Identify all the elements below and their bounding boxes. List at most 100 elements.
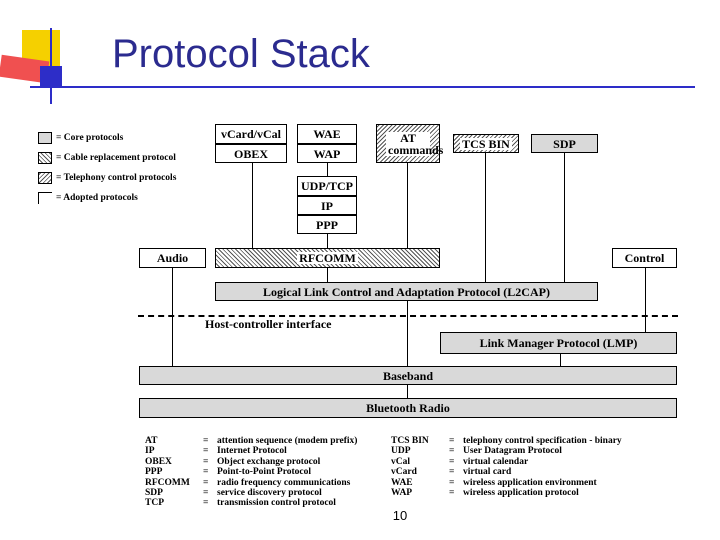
abbreviation-row: vCal = virtual calendar bbox=[391, 457, 622, 467]
abbreviation-term: SDP bbox=[145, 488, 163, 499]
telephony-swatch-icon bbox=[38, 172, 52, 184]
abbreviation-row: TCS BIN = telephony control specification … bbox=[391, 436, 622, 446]
connector-l2cap-baseband bbox=[407, 300, 408, 366]
connector-audio-baseband bbox=[172, 268, 173, 366]
connector-ppp-rfcomm bbox=[327, 234, 328, 248]
abbreviation-term: RFCOMM bbox=[145, 477, 190, 488]
abbreviation-row: AT = attention sequence (modem prefix) bbox=[145, 436, 357, 446]
tcs-bin-box: TCS BIN bbox=[453, 134, 519, 153]
adopted-swatch-icon bbox=[38, 192, 52, 204]
abbreviation-equals: = bbox=[203, 446, 209, 457]
abbreviation-term: vCal bbox=[391, 456, 410, 467]
legend: = Core protocols = Cable replacement pro… bbox=[38, 128, 176, 208]
abbreviation-definition: User Datagram Protocol bbox=[463, 446, 562, 457]
abbreviation-term: PPP bbox=[145, 467, 163, 478]
abbreviation-definition: attention sequence (modem prefix) bbox=[217, 436, 358, 446]
legend-label: = Adopted protocols bbox=[56, 193, 138, 203]
abbreviation-equals: = bbox=[449, 456, 455, 467]
connector-wap-udp bbox=[327, 162, 328, 176]
abbreviation-row: UDP = User Datagram Protocol bbox=[391, 446, 622, 456]
ppp-box: PPP bbox=[297, 215, 357, 234]
abbreviation-term: TCS BIN bbox=[391, 436, 429, 446]
abbreviation-definition: service discovery protocol bbox=[217, 488, 322, 499]
abbreviation-row: WAE = wireless application environment bbox=[391, 478, 622, 488]
connector-at-rfcomm bbox=[407, 162, 408, 248]
decor-vertical-line bbox=[50, 28, 52, 104]
ip-box: IP bbox=[297, 196, 357, 215]
abbreviation-definition: virtual card bbox=[463, 467, 512, 478]
abbreviation-term: vCard bbox=[391, 467, 417, 478]
abbreviation-definition: wireless application protocol bbox=[463, 488, 579, 499]
abbreviation-row: OBEX = Object exchange protocol bbox=[145, 457, 357, 467]
abbreviation-definition: transmission control protocol bbox=[217, 498, 336, 509]
abbreviation-row: RFCOMM=radio frequency communications bbox=[145, 478, 357, 488]
abbreviation-equals: = bbox=[203, 456, 209, 467]
l2cap-box: Logical Link Control and Adaptation Prot… bbox=[215, 282, 598, 301]
abbreviation-equals: = bbox=[449, 467, 455, 478]
abbreviation-row: WAP=wireless application protocol bbox=[391, 488, 622, 498]
vcard-box: vCard/vCal bbox=[215, 124, 287, 144]
abbreviation-equals: = bbox=[449, 436, 455, 446]
title-underline bbox=[30, 86, 695, 88]
legend-item-telephony: = Telephony control protocols bbox=[38, 168, 176, 188]
abbreviation-definition: telephony control specification - binary bbox=[463, 436, 622, 446]
abbreviation-definition: wireless application environment bbox=[463, 477, 597, 488]
udp-tcp-box: UDP/TCP bbox=[297, 176, 357, 196]
lmp-box: Link Manager Protocol (LMP) bbox=[440, 332, 677, 354]
abbreviation-term: WAE bbox=[391, 477, 413, 488]
abbreviation-row: IP = Internet Protocol bbox=[145, 446, 357, 456]
abbreviation-row: TCP = transmission control protocol bbox=[145, 498, 357, 508]
control-box: Control bbox=[612, 248, 677, 268]
abbreviation-equals: = bbox=[203, 498, 209, 509]
abbreviation-row: vCard = virtual card bbox=[391, 467, 622, 477]
abbreviation-equals: = bbox=[203, 467, 209, 478]
legend-label: = Telephony control protocols bbox=[56, 173, 177, 183]
at-commands-box: AT commands bbox=[376, 124, 444, 163]
abbreviation-equals: = bbox=[449, 477, 455, 488]
abbreviation-term: TCP bbox=[145, 498, 164, 509]
abbreviation-term: AT bbox=[145, 436, 158, 446]
abbreviation-definition: radio frequency communications bbox=[217, 477, 351, 488]
abbreviation-definition: Point-to-Point Protocol bbox=[217, 467, 312, 478]
abbreviation-definition: Internet Protocol bbox=[217, 446, 287, 457]
abbreviations-left: AT = attention sequence (modem prefix) IP =… bbox=[145, 436, 357, 509]
host-controller-interface-line bbox=[138, 315, 678, 317]
abbreviation-definition: Object exchange protocol bbox=[217, 456, 321, 467]
connector-lmp-baseband bbox=[560, 354, 561, 366]
bluetooth-radio-box: Bluetooth Radio bbox=[139, 398, 677, 418]
abbreviation-row: PPP = Point-to-Point Protocol bbox=[145, 467, 357, 477]
abbreviation-equals: = bbox=[203, 436, 209, 446]
sdp-box: SDP bbox=[531, 134, 598, 153]
abbreviation-term: IP bbox=[145, 446, 155, 457]
legend-label: = Cable replacement protocol bbox=[56, 153, 176, 163]
core-swatch-icon bbox=[38, 132, 52, 144]
abbreviation-equals: = bbox=[449, 488, 455, 499]
connector-vcard-rfcomm bbox=[252, 162, 253, 248]
legend-label: = Core protocols bbox=[56, 133, 124, 143]
abbreviation-term: UDP bbox=[391, 446, 411, 457]
abbreviation-equals: = bbox=[203, 488, 209, 499]
abbreviation-row: SDP = service discovery protocol bbox=[145, 488, 357, 498]
connector-rfcomm-l2cap bbox=[327, 268, 328, 282]
wae-box: WAE bbox=[297, 124, 357, 144]
legend-item-cable: = Cable replacement protocol bbox=[38, 148, 176, 168]
rfcomm-box: RFCOMM bbox=[215, 248, 440, 268]
page-number: 10 bbox=[392, 508, 408, 523]
connector-tcs-l2cap bbox=[485, 152, 486, 282]
abbreviations-right: TCS BIN = telephony control specification … bbox=[391, 436, 622, 498]
cable-swatch-icon bbox=[38, 152, 52, 164]
baseband-box: Baseband bbox=[139, 366, 677, 385]
legend-item-adopted: = Adopted protocols bbox=[38, 188, 176, 208]
connector-baseband-radio bbox=[407, 385, 408, 398]
obex-box: OBEX bbox=[215, 144, 287, 163]
host-controller-interface-label: Host-controller interface bbox=[205, 317, 332, 331]
abbreviation-equals: = bbox=[449, 446, 455, 457]
connector-sdp-l2cap bbox=[564, 152, 565, 282]
wap-box: WAP bbox=[297, 144, 357, 163]
legend-item-core: = Core protocols bbox=[38, 128, 176, 148]
abbreviation-definition: virtual calendar bbox=[463, 456, 529, 467]
tcs-bin-label: TCS BIN bbox=[460, 136, 512, 151]
at-commands-label: AT commands bbox=[386, 130, 444, 157]
abbreviation-term: OBEX bbox=[145, 456, 172, 467]
page-title: Protocol Stack bbox=[112, 32, 370, 76]
